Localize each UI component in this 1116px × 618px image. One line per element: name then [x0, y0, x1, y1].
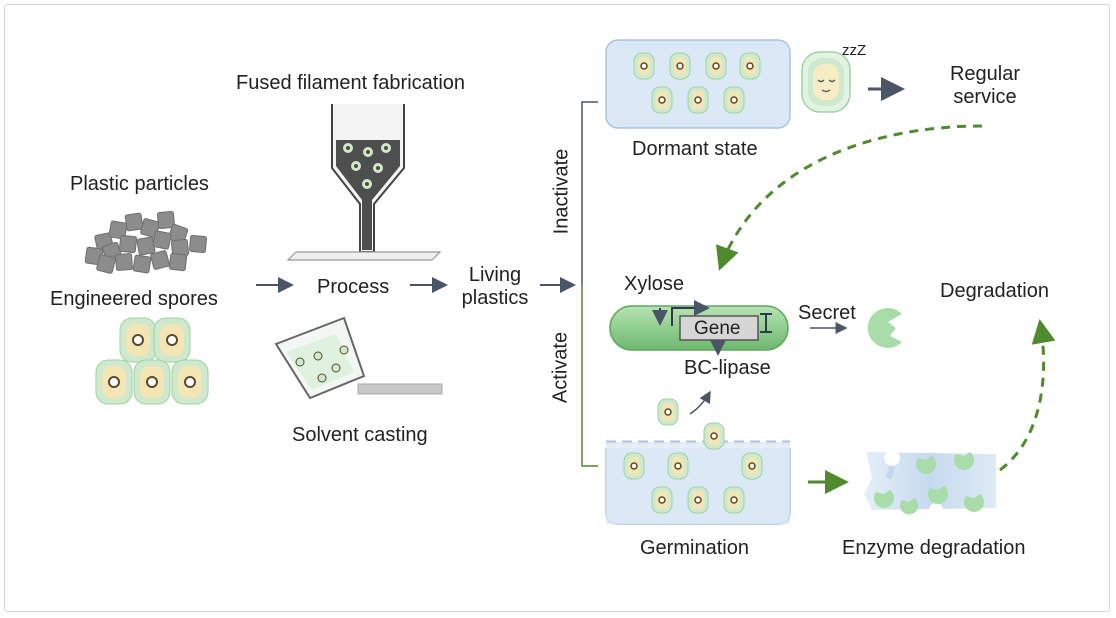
plastic-particles-cluster: [84, 210, 208, 274]
sleeping-spore-icon: [801, 51, 851, 113]
label-enzyme-degradation: Enzyme degradation: [842, 537, 1026, 559]
spore: [153, 317, 191, 363]
label-dormant-state: Dormant state: [632, 138, 758, 160]
spore: [171, 359, 209, 405]
dashed-arrow-to-cell: [716, 124, 983, 271]
degrading-plastic: [864, 450, 996, 517]
arrow-germinate-to-cell: [689, 390, 711, 415]
label-engineered-spores: Engineered spores: [50, 288, 218, 310]
spore: [133, 359, 171, 405]
germinating-spore: [657, 398, 679, 426]
solvent-casting-beaker: [274, 316, 443, 400]
label-living-plastics: Living plastics: [450, 264, 540, 310]
figure-frame: [4, 4, 1110, 612]
label-regular: Regular: [949, 63, 1021, 85]
label-solvent-casting: Solvent casting: [292, 424, 428, 446]
germination-box: [605, 422, 791, 525]
label-sleep-z: zzZ: [842, 42, 867, 59]
branch-activate-line: [581, 285, 598, 467]
label-plastic-particles: Plastic particles: [70, 173, 209, 195]
label-degradation: Degradation: [940, 280, 1049, 302]
label-gene: Gene: [694, 318, 741, 339]
label-activate: Activate: [549, 331, 572, 404]
spore: [95, 359, 133, 405]
label-service: service: [953, 86, 1017, 108]
label-inactivate: Inactivate: [550, 148, 573, 235]
label-regular-service: Regular service: [928, 63, 1042, 109]
label-process: Process: [317, 276, 390, 298]
label-plastics: plastics: [461, 287, 529, 309]
filament-extruder: [286, 104, 442, 261]
branch-inactivate-line: [581, 101, 598, 285]
label-germination: Germination: [640, 537, 749, 559]
dormant-state-box: [605, 39, 791, 129]
label-living: Living: [468, 264, 522, 286]
spore: [119, 317, 157, 363]
lipase-enzyme-icon: [867, 308, 902, 348]
label-secret: Secret: [798, 302, 856, 324]
engineered-spores-group: [95, 317, 209, 405]
label-bc-lipase: BC-lipase: [684, 357, 771, 379]
dashed-arrow-to-degradation: [999, 319, 1056, 472]
bacterial-cell: [609, 300, 789, 356]
label-xylose: Xylose: [624, 273, 685, 295]
label-fused-filament: Fused filament fabrication: [236, 72, 466, 94]
